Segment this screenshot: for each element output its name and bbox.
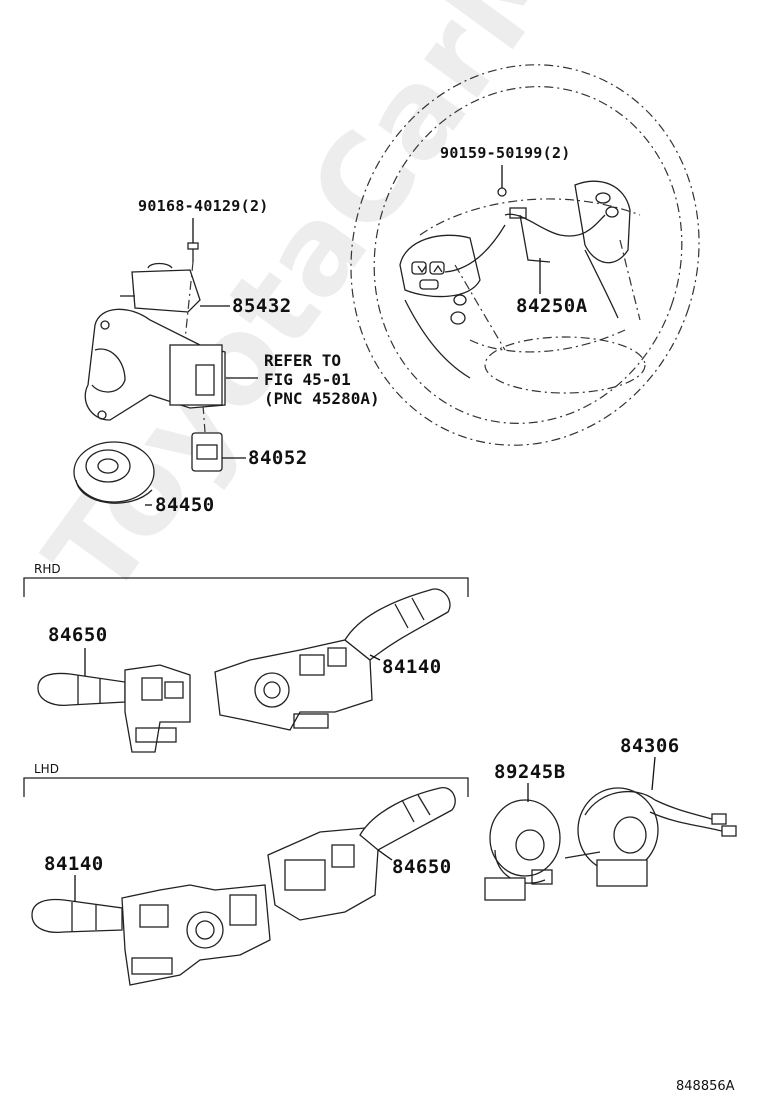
refer-line2: FIG 45-01 — [264, 370, 351, 389]
part-85432-label: 85432 — [232, 295, 292, 317]
part-89245b-label: 89245B — [494, 761, 566, 783]
rhd-section-drawing — [23, 577, 469, 753]
refer-line1: REFER TO — [264, 351, 342, 370]
part-84306-label: 84306 — [620, 735, 680, 757]
lhd-section-drawing — [23, 777, 469, 986]
part-84250a-label: 84250A — [516, 295, 588, 317]
spiral-cable-drawing — [484, 756, 737, 901]
lhd-84650-label: 84650 — [392, 856, 452, 878]
rhd-84650-label: 84650 — [48, 624, 108, 646]
rhd-84140-label: 84140 — [382, 656, 442, 678]
lhd-section-label: LHD — [34, 762, 59, 776]
refer-line3: (PNC 45280A) — [264, 389, 380, 408]
part-84052-label: 84052 — [248, 447, 308, 469]
screw-wheel-label: 90159-50199(2) — [440, 144, 571, 162]
part-84450-label: 84450 — [155, 494, 215, 516]
screw-upper-label: 90168-40129(2) — [138, 197, 269, 215]
steering-wheel-drawing — [350, 64, 700, 446]
lock-cylinder-assembly-drawing — [73, 218, 258, 506]
lhd-84140-label: 84140 — [44, 853, 104, 875]
diagram-code: 848856A — [676, 1079, 735, 1094]
rhd-section-label: RHD — [34, 562, 61, 576]
